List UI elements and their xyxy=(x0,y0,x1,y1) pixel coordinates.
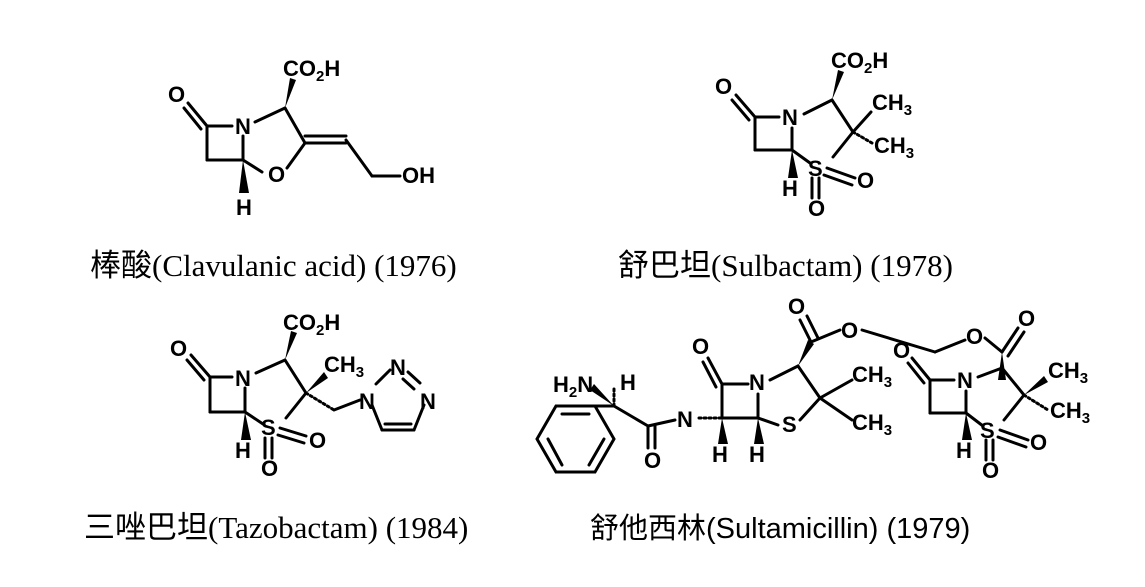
group-methyl: CH3 xyxy=(852,362,892,391)
atom-oxygen: O xyxy=(309,428,326,453)
atom-oxygen: O xyxy=(168,82,185,107)
atom-sulfur: S xyxy=(980,418,995,443)
atom-sulfur: S xyxy=(782,412,797,437)
atom-oxygen: O xyxy=(1018,306,1035,331)
group-carboxyl: CO2H xyxy=(283,310,340,339)
atom-sulfur: S xyxy=(261,415,276,440)
group-methyl: CH3 xyxy=(872,90,912,119)
atom-oxygen: O xyxy=(692,334,709,359)
atom-oxygen: O xyxy=(788,294,805,319)
group-methyl: CH3 xyxy=(324,352,364,381)
group-carboxyl: CO2H xyxy=(283,56,340,85)
atom-hydroxyl: OH xyxy=(402,163,435,188)
atom-oxygen: O xyxy=(1030,430,1047,455)
atom-oxygen: O xyxy=(808,196,825,221)
atom-oxygen: O xyxy=(857,168,874,193)
structure-clavulanic-acid: O N O H OH CO2H 棒酸(Clavulanic acid) (197… xyxy=(90,56,457,283)
atom-nitrogen: N xyxy=(390,355,406,380)
caption-sultamicillin: 舒他西林(Sultamicillin) (1979) xyxy=(590,512,970,545)
atom-sulfur: S xyxy=(808,156,823,181)
structure-sulbactam: O N S O O H CO2H CH3 CH3 舒巴坦(Sulbactam) … xyxy=(618,48,953,283)
structure-sultamicillin: H2N H N O O N S H H CH3 CH3 O O O O O N … xyxy=(535,294,1090,545)
atom-nitrogen: N xyxy=(235,114,251,139)
atom-oxygen: O xyxy=(268,162,285,187)
caption-clavulanic-acid: 棒酸(Clavulanic acid) (1976) xyxy=(90,248,457,283)
atom-oxygen: O xyxy=(982,458,999,483)
atom-hydrogen: H xyxy=(620,370,636,395)
group-methyl: CH3 xyxy=(1048,358,1088,387)
atom-nitrogen: N xyxy=(420,389,436,414)
atom-oxygen: O xyxy=(715,74,732,99)
group-methyl: CH3 xyxy=(852,410,892,439)
atom-hydrogen: H xyxy=(235,438,251,463)
caption-sulbactam: 舒巴坦(Sulbactam) (1978) xyxy=(618,248,953,283)
atom-nitrogen: N xyxy=(749,370,765,395)
atom-nitrogen: N xyxy=(782,105,798,130)
group-amine: H2N xyxy=(553,372,593,401)
atom-oxygen: O xyxy=(893,338,910,363)
group-carboxyl: CO2H xyxy=(831,48,888,77)
atom-hydrogen: H xyxy=(236,195,252,220)
atom-hydrogen: H xyxy=(749,442,765,467)
atom-hydrogen: H xyxy=(956,438,972,463)
atom-oxygen: O xyxy=(261,456,278,481)
group-methyl: CH3 xyxy=(1050,398,1090,427)
atom-oxygen: O xyxy=(841,318,858,343)
caption-tazobactam: 三唑巴坦(Tazobactam) (1984) xyxy=(84,510,468,545)
atom-hydrogen: H xyxy=(712,442,728,467)
atom-oxygen: O xyxy=(966,324,983,349)
atom-hydrogen: H xyxy=(782,176,798,201)
atom-nitrogen: N xyxy=(359,389,375,414)
atom-oxygen: O xyxy=(644,448,661,473)
atom-nitrogen: N xyxy=(677,407,693,432)
atom-nitrogen: N xyxy=(235,366,251,391)
atom-nitrogen: N xyxy=(957,368,973,393)
group-methyl: CH3 xyxy=(874,133,914,162)
atom-oxygen: O xyxy=(170,336,187,361)
structure-tazobactam: O N S O O H N N N CO2H CH3 三唑巴坦(Tazobact… xyxy=(84,310,468,545)
